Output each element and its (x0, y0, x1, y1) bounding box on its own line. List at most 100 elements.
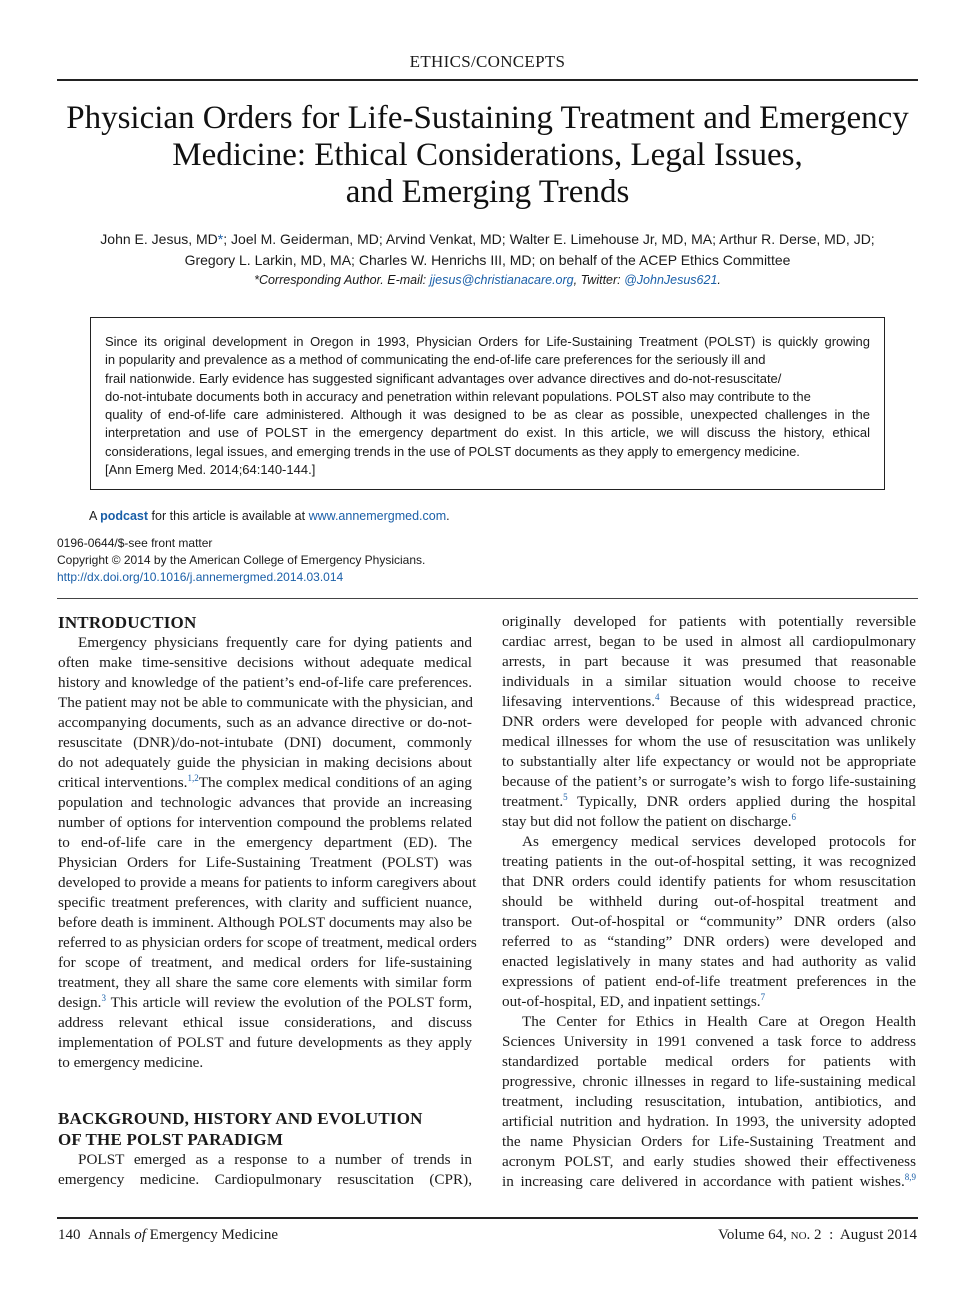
reference-link[interactable]: 7 (760, 992, 766, 1002)
text-fragment: lifesaving interventions. (502, 693, 656, 710)
heading-line: OF THE POLST PARADIGM (58, 1130, 284, 1149)
copyright: Copyright © 2014 by the American College… (57, 553, 426, 567)
text-fragment: stay but did not follow the patient on d… (502, 813, 792, 830)
section-label: ETHICS/CONCEPTS (409, 52, 566, 71)
text-line: The patient may not be able to communica… (58, 694, 474, 711)
podcast-prefix: A (89, 509, 101, 523)
text-line: artificial nutrition and hydration. In 1… (502, 1113, 916, 1130)
text-line: address relevant ethical issue considera… (58, 1014, 472, 1031)
text-line: often make time-sensitive decisions with… (58, 654, 472, 671)
podcast-mid: for this article is available at (148, 509, 309, 523)
reference-link[interactable]: 4 (655, 692, 660, 702)
text-line: individuals in a similar situation would… (502, 673, 916, 690)
podcast-label: podcast (100, 509, 149, 523)
title-line: Physician Orders for Life-Sustaining Tre… (66, 100, 909, 136)
author-names: ; Joel M. Geiderman, MD; Arvind Venkat, … (223, 231, 875, 247)
text-line: to substantially alter life expectancy o… (502, 753, 916, 770)
podcast-suffix: . (446, 509, 450, 523)
text-line: standardized portable medical orders for… (502, 1053, 916, 1070)
text-line: stay but did not follow the patient on d… (502, 812, 916, 832)
doi-link[interactable]: http://dx.doi.org/10.1016/j.annemergmed.… (57, 570, 344, 584)
abstract-line: Since its original development in Oregon… (105, 334, 870, 349)
text-line: The Center for Ethics in Health Care at … (522, 1013, 916, 1030)
text-fragment: in increasing care delivered in accordan… (502, 1173, 905, 1190)
corresponding-prefix: *Corresponding Author. E-mail: (254, 273, 430, 287)
text-line: resuscitate (DNR)/do-not-intubate (DNI) … (58, 734, 472, 751)
column-rule (57, 598, 918, 599)
article-title: Physician Orders for Life-Sustaining Tre… (57, 100, 918, 211)
text-line: treatment, they all share the same core … (58, 974, 472, 991)
text-line: originally developed for patients with p… (502, 613, 916, 630)
abstract-line: frail nationwide. Early evidence has sug… (105, 370, 782, 386)
journal-name-part: of (134, 1227, 146, 1243)
footer-page-info: 140 Annals of Emergency Medicine (58, 1227, 278, 1244)
text-line: do not adequately guide the physician in… (58, 754, 472, 771)
author-line: John E. Jesus, MD*; Joel M. Geiderman, M… (57, 229, 918, 250)
text-line: out-of-hospital, ED, and inpatient setti… (502, 992, 916, 1012)
text-line: referred to as physician orders for scop… (58, 934, 477, 951)
author-line: Gregory L. Larkin, MD, MA; Charles W. He… (184, 252, 791, 268)
abstract-box: Since its original development in Oregon… (90, 317, 885, 490)
text-line: DNR orders were developed for people wit… (502, 713, 916, 730)
text-fragment: treatment. (502, 793, 564, 810)
reference-link[interactable]: 5 (563, 792, 568, 802)
text-line: accompanying documents, such as an advan… (58, 714, 472, 731)
section-heading-background: BACKGROUND, HISTORY AND EVOLUTION OF THE… (58, 1108, 472, 1150)
text-line: implementation of POLST and future devel… (58, 1034, 472, 1051)
reference-link[interactable]: 3 (101, 993, 106, 1003)
text-line: to emergency medicine. (58, 1054, 204, 1071)
heading-line: BACKGROUND, HISTORY AND EVOLUTION (58, 1109, 423, 1128)
abstract-line: in popularity and prevalence as a method… (105, 352, 766, 368)
podcast-note: A podcast for this article is available … (89, 509, 450, 523)
text-line: Physician Orders for Life-Sustaining Tre… (58, 854, 472, 871)
journal-url-link[interactable]: www.annemergmed.com (308, 509, 447, 523)
title-line: Medicine: Ethical Considerations, Legal … (172, 137, 803, 173)
volume: Volume 64, (718, 1227, 791, 1243)
separator: : (821, 1227, 840, 1243)
reference-link[interactable]: 1,2 (187, 773, 199, 783)
text-line: should be withheld during out-of-hospita… (502, 893, 916, 910)
journal-name-part: Annals (88, 1227, 135, 1243)
section-spacer (58, 1073, 472, 1108)
text-fragment: This article will review the evolution o… (105, 994, 472, 1011)
issn: 0196-0644/$-see front matter (57, 536, 213, 550)
abstract-line: considerations, legal issues, and emergi… (105, 443, 800, 459)
footer-issue-info: Volume 64, no. 2 : August 2014 (718, 1227, 917, 1244)
corresponding-author-link[interactable]: * (217, 231, 224, 247)
text-line: in increasing care delivered in accordan… (502, 1172, 916, 1192)
title-line: and Emerging Trends (345, 174, 630, 210)
bottom-rule (57, 1217, 918, 1219)
text-line: the name Physician Orders for Life-Susta… (502, 1133, 916, 1150)
text-line: treatment, including resuscitation, intu… (502, 1093, 916, 1110)
reference-link[interactable]: 8,9 (904, 1172, 916, 1182)
abstract-citation: [Ann Emerg Med. 2014;64:140-144.] (105, 462, 316, 478)
text-line: treating patients in the out-of-hospital… (502, 853, 916, 870)
text-line: before death is imminent. Although POLST… (58, 914, 472, 931)
email-link[interactable]: jjesus@christianacare.org (429, 273, 574, 287)
reference-link[interactable]: 6 (791, 812, 797, 822)
abstract-line: quality of end-of-life care administered… (105, 407, 870, 423)
author-list: John E. Jesus, MD*; Joel M. Geiderman, M… (57, 229, 918, 271)
text-line: acronym POLST, and early studies showed … (502, 1153, 916, 1170)
right-column: originally developed for patients with p… (502, 612, 916, 1192)
text-line: developed to provide a means for patient… (58, 874, 477, 891)
author-name: John E. Jesus, MD (100, 231, 218, 247)
text-line: that DNR orders could identify patients … (502, 873, 916, 890)
issue: no. 2 (790, 1227, 822, 1243)
text-line: referred to as “standing” DNR orders) we… (502, 933, 916, 950)
abstract-line: interpretation and use of POLST in the e… (105, 425, 870, 441)
text-line: lifesaving interventions.4 Because of th… (502, 692, 916, 712)
corresponding-mid: , Twitter: (573, 273, 625, 287)
text-line: As emergency medical services developed … (522, 833, 916, 850)
text-line: transport. Out-of-hospital or “community… (502, 913, 916, 930)
text-line: emergency medicine. Cardiopulmonary resu… (58, 1171, 472, 1188)
section-heading-introduction: INTRODUCTION (58, 613, 197, 632)
podcast-link[interactable]: podcast (100, 509, 148, 523)
twitter-link[interactable]: @JohnJesus621 (624, 273, 718, 287)
text-line: number of options for intervention compo… (58, 814, 472, 831)
text-line: critical interventions.1,2The complex me… (58, 773, 472, 793)
journal-name-part: Emergency Medicine (145, 1227, 279, 1243)
text-line: to end-of-life care in the emergency dep… (58, 834, 472, 851)
journal-name: Annals of Emergency Medicine (88, 1227, 278, 1243)
page-number: 140 (58, 1227, 81, 1243)
